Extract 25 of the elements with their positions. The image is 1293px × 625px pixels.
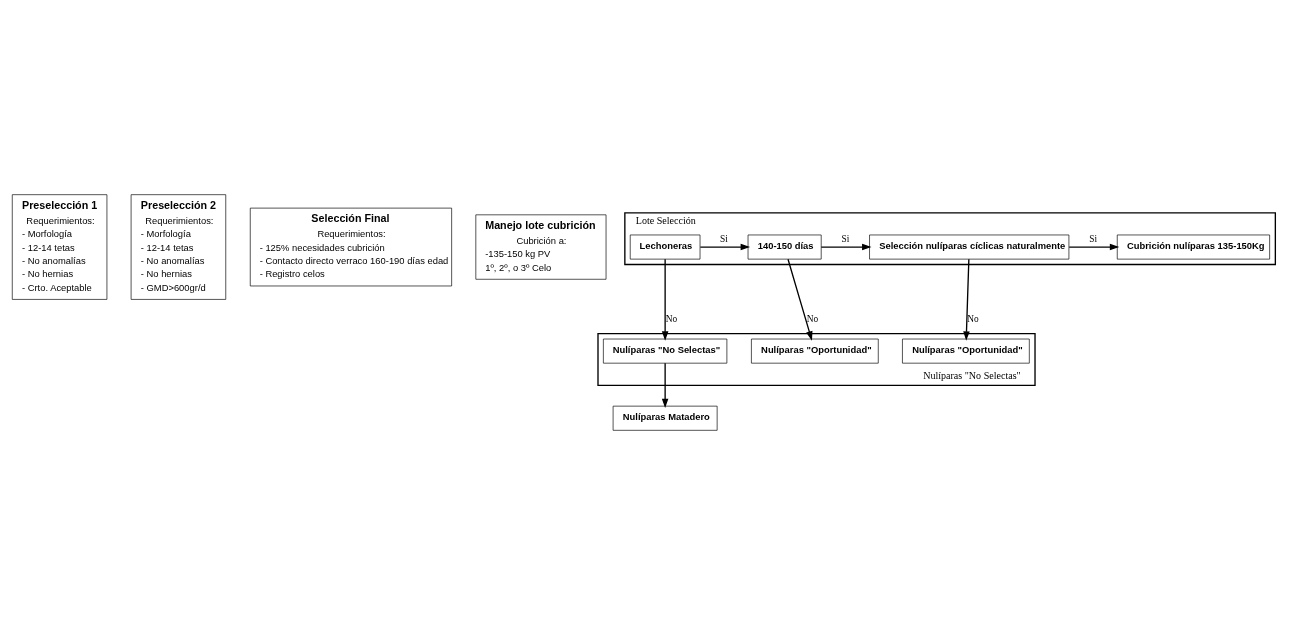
node-box: Nulíparas Matadero — [612, 405, 718, 431]
arrow — [787, 258, 813, 341]
node-box: 140-150 días — [747, 234, 822, 260]
arrow — [963, 258, 970, 341]
edge-label: No — [665, 313, 678, 324]
arrow — [661, 258, 669, 341]
node-box: Selección Final Requerimientos: - 125% necesidades cubrición - Contacto directo verraco 160-190 días edad - Registro celos — [249, 207, 452, 287]
edge-label: Si — [841, 234, 850, 245]
node-box: Preselección 2 Requerimientos: - Morfología - 12-14 tetas - No anomalías - No hernias - GMD>600gr/d — [130, 194, 227, 300]
edge-label: Si — [720, 234, 728, 245]
edge-label: No — [967, 313, 979, 324]
arrow — [699, 243, 751, 251]
node-box: Cubrición nulíparas 135-150Kg — [1116, 234, 1270, 260]
edge-label: No — [806, 313, 819, 324]
node-box: Selección nulíparas cíclicas naturalmente — [869, 234, 1070, 260]
arrow — [1068, 243, 1120, 251]
arrow — [661, 362, 669, 409]
arrow — [820, 243, 872, 251]
node-box: Nulíparas "Oportunidad" — [751, 338, 879, 364]
node-box: Manejo lote cubrición Cubrición a: -135-150 kg PV 1º, 2º, o 3º Celo — [475, 214, 607, 280]
node-box: Lechoneras — [629, 234, 701, 260]
node-box: Nulíparas "Oportunidad" — [902, 338, 1030, 364]
node-box: Nulíparas "No Selectas" — [603, 338, 728, 364]
edge-label: Si — [1089, 234, 1097, 245]
node-box: Preselección 1 Requerimientos: - Morfología - 12-14 tetas - No anomalías - No hernias - Crto. Aceptable — [11, 194, 108, 300]
